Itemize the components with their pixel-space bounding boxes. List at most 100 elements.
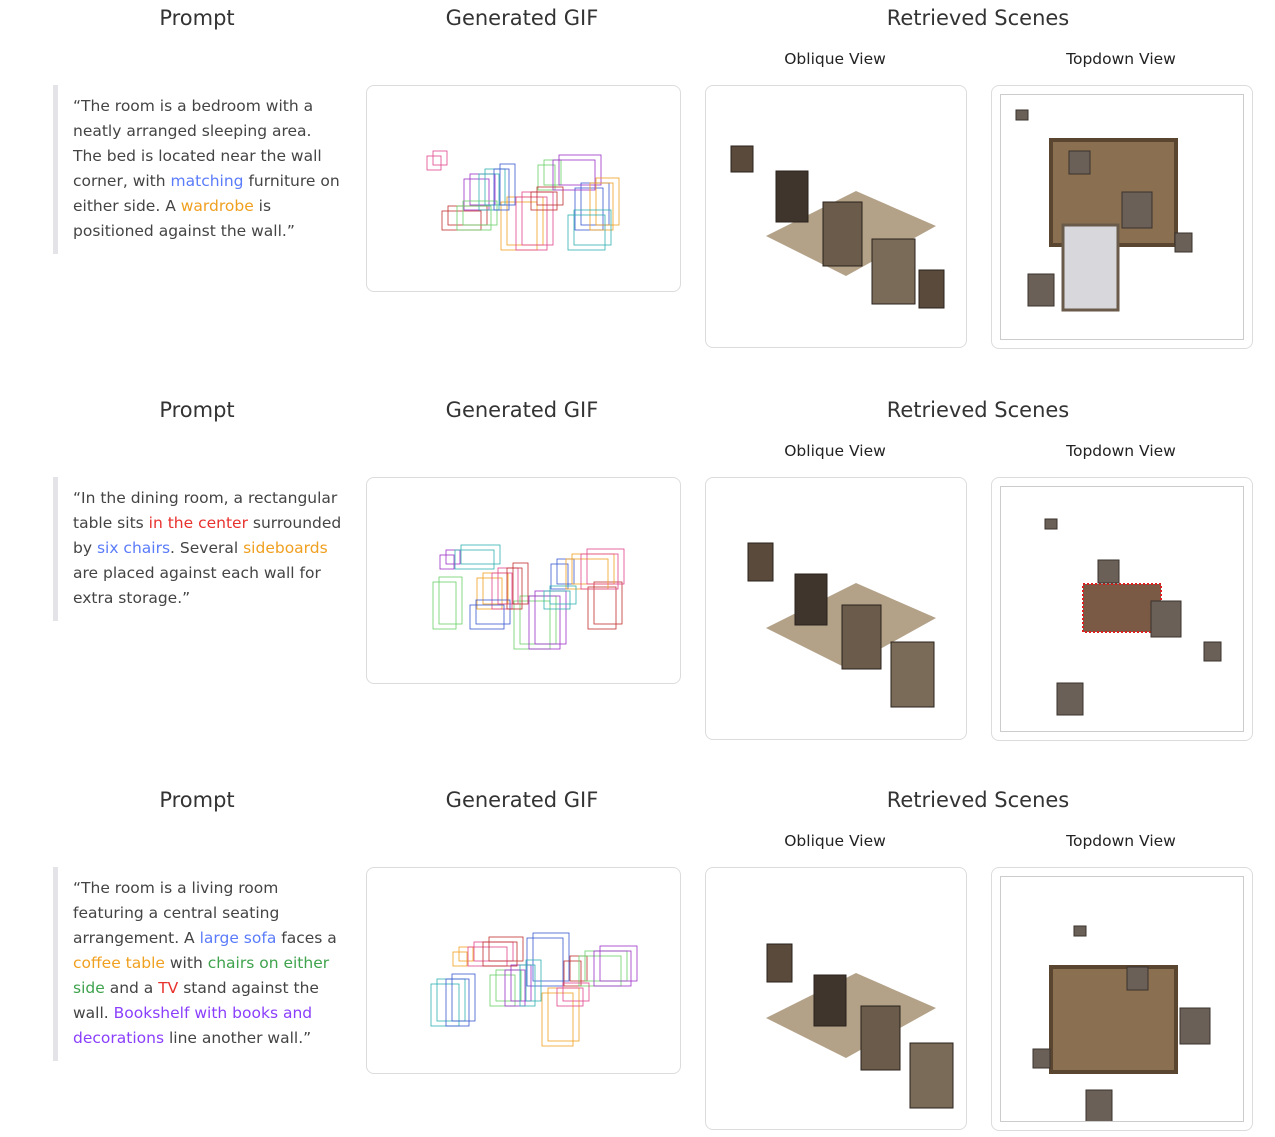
prompt-quote: “The room is a living room featuring a c… (53, 867, 343, 1061)
rug (766, 973, 936, 1058)
oblique-subheading: Oblique View (784, 50, 886, 68)
prompt-segment: chairs on either side (73, 954, 330, 997)
prompt-heading: Prompt (159, 6, 235, 30)
oblique-render (730, 145, 945, 309)
scenes-heading: Retrieved Scenes (886, 788, 1070, 812)
bounding-box (526, 932, 570, 987)
prompt-quote: “The room is a bedroom with a neatly arr… (53, 85, 343, 254)
furniture (1056, 682, 1084, 716)
furniture (1085, 1089, 1113, 1121)
furniture (890, 641, 935, 708)
furniture (1097, 559, 1120, 584)
bounding-box (456, 200, 498, 231)
furniture (747, 542, 774, 582)
bounding-box (452, 946, 474, 967)
prompt-segment: in the center (148, 514, 248, 532)
furniture (775, 170, 809, 223)
furniture (1015, 109, 1029, 121)
furniture (1126, 966, 1149, 991)
bounding-box (543, 585, 577, 610)
furniture (813, 974, 847, 1027)
prompt-segment: six chairs (96, 539, 171, 557)
bounding-box (580, 548, 625, 590)
oblique-render (766, 943, 954, 1109)
prompt-heading: Prompt (159, 398, 235, 422)
prompt-segment: . Several (170, 539, 244, 557)
furniture (918, 269, 945, 309)
furniture (1150, 600, 1182, 638)
prompt-segment: Bookshelf with books and decorations (73, 1004, 313, 1047)
oblique-subheading: Oblique View (784, 832, 886, 850)
bounding-box (519, 959, 542, 1007)
furniture (1068, 150, 1091, 175)
prompt-segment: are placed against each wall for extra s… (73, 564, 321, 607)
bounding-box (541, 987, 580, 1047)
generated-gif (366, 85, 681, 292)
furniture (1073, 925, 1087, 937)
oblique-subheading: Oblique View (784, 442, 886, 460)
bounding-box (467, 941, 514, 967)
bounding-box (469, 599, 511, 630)
prompt-segment: with (164, 954, 208, 972)
topdown-view-image (991, 85, 1253, 349)
furniture (1203, 641, 1222, 662)
scenes-heading: Retrieved Scenes (886, 398, 1070, 422)
bounding-box (476, 572, 509, 610)
wireframe-layout (432, 544, 625, 650)
prompt-segment: line another wall.” (164, 1029, 312, 1047)
furniture (1044, 518, 1058, 530)
bounding-box (493, 163, 516, 211)
topdown-frame (1000, 486, 1244, 732)
rug (1049, 965, 1178, 1074)
furniture (1027, 273, 1055, 307)
generated-gif (366, 867, 681, 1074)
bounding-box (454, 544, 501, 570)
prompt-segment: stand against the wall. (73, 979, 319, 1022)
bounding-box (430, 978, 466, 1027)
prompt-segment: sideboards (243, 539, 328, 557)
wireframe-layout (430, 932, 638, 1047)
generated-gif (366, 477, 681, 684)
bounding-box (426, 150, 448, 171)
oblique-render (747, 542, 936, 708)
prompt-segment: coffee table (73, 954, 165, 972)
bounding-box (482, 936, 524, 967)
bounding-box (489, 969, 522, 1007)
furniture (871, 238, 916, 305)
topdown-render (1044, 518, 1222, 716)
oblique-view-image (705, 85, 967, 348)
bounding-box (515, 191, 554, 251)
bounding-box (552, 154, 602, 191)
gif-heading: Generated GIF (445, 398, 599, 422)
bounding-box (445, 973, 476, 1027)
prompt-segment: large sofa (199, 929, 277, 947)
bounding-box (593, 945, 638, 987)
furniture (1179, 1007, 1211, 1045)
prompt-segment: wardrobe (180, 197, 254, 215)
table (1082, 583, 1162, 633)
bounding-box (530, 186, 564, 211)
wireframe-layout (426, 150, 620, 251)
bounding-box (528, 590, 567, 650)
prompt-segment: and a (104, 979, 159, 997)
topdown-view-image (991, 867, 1253, 1131)
prompt-segment: furniture on either side. A (73, 172, 340, 215)
bounding-box (506, 562, 529, 610)
topdown-render (1032, 925, 1211, 1121)
prompt-segment: matching (170, 172, 244, 190)
bounding-box (589, 177, 620, 231)
prompt-heading: Prompt (159, 788, 235, 812)
furniture (841, 604, 882, 670)
prompt-segment: TV (158, 979, 179, 997)
furniture (909, 1042, 954, 1109)
topdown-frame (1000, 876, 1244, 1122)
prompt-quote: “In the dining room, a rectangular table… (53, 477, 343, 621)
prompt-segment: “In the dining room, a rectangular table… (73, 489, 338, 532)
gif-heading: Generated GIF (445, 6, 599, 30)
furniture (1174, 232, 1193, 253)
topdown-frame (1000, 94, 1244, 340)
